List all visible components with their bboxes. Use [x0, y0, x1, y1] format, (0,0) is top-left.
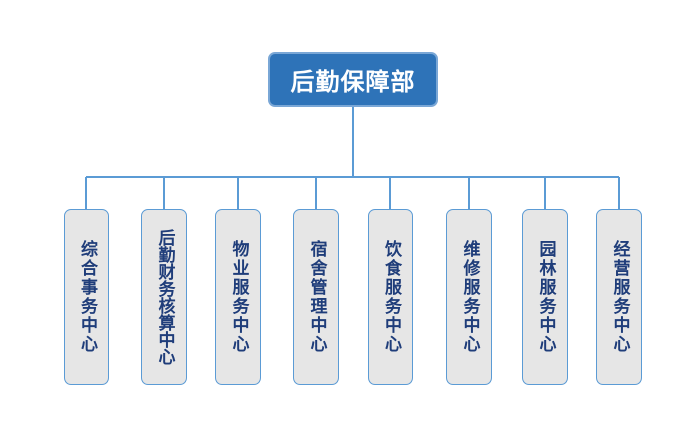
- dept-node-landscaping: 园林服务中心: [522, 209, 568, 385]
- dept-node-business: 经营服务中心: [596, 209, 642, 385]
- dept-label: 经营服务中心: [609, 240, 630, 354]
- root-node: 后勤保障部: [268, 52, 438, 107]
- dept-node-general-affairs: 综合事务中心: [64, 209, 109, 385]
- dept-label: 后勤财务核算中心: [154, 229, 175, 365]
- dept-node-property: 物业服务中心: [215, 209, 261, 385]
- dept-node-maintenance: 维修服务中心: [446, 209, 492, 385]
- root-label: 后勤保障部: [290, 68, 416, 96]
- dept-label: 综合事务中心: [77, 240, 97, 354]
- dept-label: 宿舍管理中心: [306, 240, 327, 354]
- dept-node-dormitory: 宿舍管理中心: [293, 209, 339, 385]
- dept-label: 饮食服务中心: [381, 240, 401, 354]
- dept-label: 物业服务中心: [228, 240, 249, 354]
- dept-node-catering: 饮食服务中心: [368, 209, 413, 385]
- dept-label: 园林服务中心: [535, 240, 556, 354]
- dept-label: 维修服务中心: [459, 240, 480, 354]
- dept-node-finance: 后勤财务核算中心: [141, 209, 187, 385]
